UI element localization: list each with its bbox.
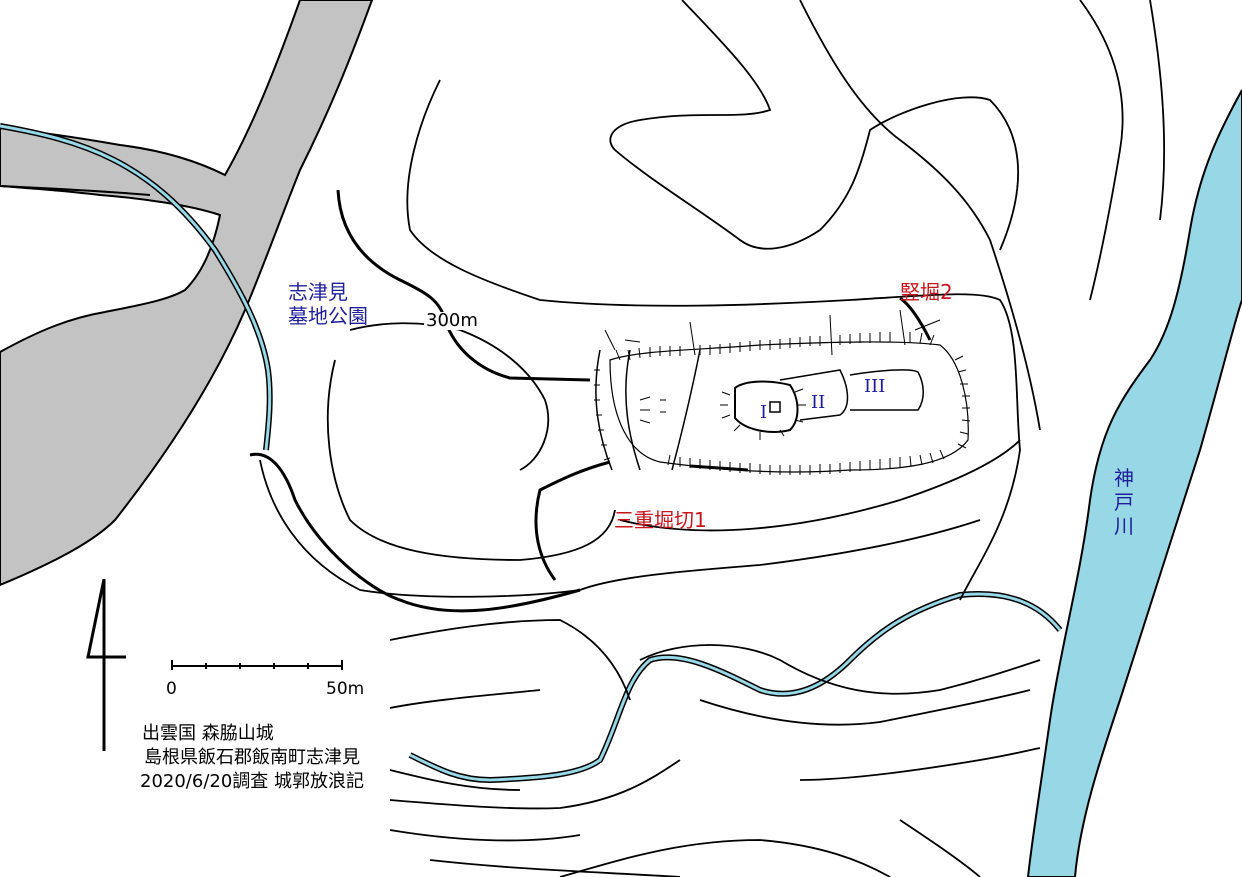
vertical-moat-label: 竪堀2 bbox=[900, 280, 953, 304]
north-arrow bbox=[86, 578, 126, 751]
park-label: 志津見 墓地公園 bbox=[288, 280, 368, 328]
bailey-1-label: I bbox=[760, 402, 768, 423]
river-label-char3: 川 bbox=[1114, 514, 1134, 538]
title-line1: 出雲国 森脇山城 bbox=[142, 723, 274, 744]
road bbox=[0, 0, 374, 587]
park-label-line2: 墓地公園 bbox=[288, 304, 368, 328]
contour-lines bbox=[259, 0, 1166, 877]
river-label-char2: 戸 bbox=[1114, 490, 1134, 514]
castle-earthworks bbox=[595, 309, 969, 473]
title-line2: 島根県飯石郡飯南町志津見 bbox=[144, 747, 360, 768]
title-line3: 2020/6/20調査 城郭放浪記 bbox=[140, 771, 365, 792]
triple-moat-label: 三重堀切1 bbox=[614, 508, 707, 532]
park-label-line1: 志津見 bbox=[288, 280, 348, 304]
map-title-block: 出雲国 森脇山城 島根県飯石郡飯南町志津見 2020/6/20調査 城郭放浪記 bbox=[140, 722, 365, 794]
lower-stream bbox=[408, 591, 1063, 784]
kando-river bbox=[1026, 89, 1242, 877]
left-stream bbox=[0, 123, 273, 451]
bailey-2-label: II bbox=[811, 392, 826, 413]
bailey-3-label: III bbox=[864, 376, 886, 397]
scale-end-label: 50m bbox=[326, 679, 365, 699]
scale-start-label: 0 bbox=[166, 679, 177, 699]
scale-bar bbox=[171, 660, 343, 670]
river-label: 神 戸 川 bbox=[1114, 466, 1134, 538]
river-label-char1: 神 bbox=[1114, 466, 1134, 490]
hachures bbox=[594, 332, 971, 475]
contour-300m-label: 300m bbox=[424, 310, 480, 331]
index-contours bbox=[249, 189, 932, 613]
